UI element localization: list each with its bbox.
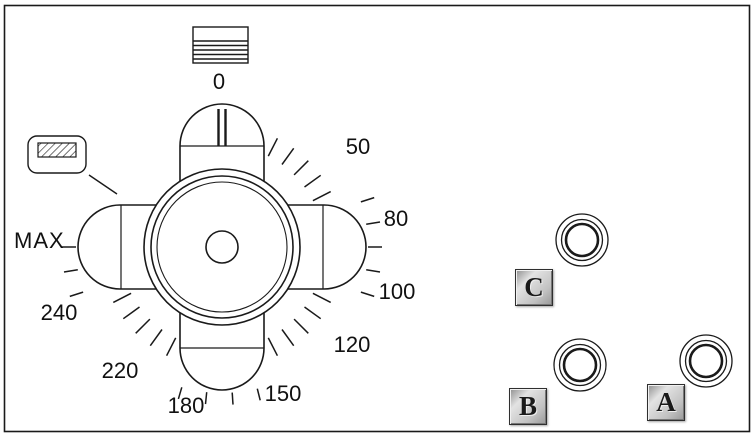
dial-tick	[177, 387, 183, 400]
dial-tick	[165, 337, 177, 357]
dial-label-240: 240	[41, 300, 78, 325]
dial-tick	[366, 221, 381, 225]
dial-tick	[135, 318, 151, 334]
dial-tick	[149, 329, 163, 347]
dial-tick	[281, 329, 295, 347]
hatched-symbol-fill	[37, 142, 77, 158]
dial-tick	[256, 388, 261, 401]
dial-tick	[69, 291, 84, 298]
dial-tick	[312, 190, 332, 202]
knob-ring-inner	[156, 181, 288, 313]
knob-ring-middle	[150, 175, 294, 319]
dial-tick	[267, 337, 279, 357]
dial-tick	[366, 269, 381, 273]
dial-tick	[122, 306, 140, 320]
grill-symbol-lines	[193, 40, 248, 60]
dial-tick	[204, 392, 208, 405]
dial-label-100: 100	[379, 279, 416, 304]
indicator-lamp-a	[679, 334, 733, 388]
knob-lobe-cap-lines	[120, 145, 324, 349]
grill-element-icon	[192, 26, 249, 64]
dial-label-120: 120	[334, 332, 371, 357]
dial-tick	[63, 269, 78, 273]
dial-tick	[360, 291, 375, 298]
knob-center-hub	[205, 230, 239, 264]
knob-pointer-mark	[217, 109, 227, 146]
indicator-label-a: A	[647, 384, 685, 421]
drawing-border	[3, 4, 751, 433]
dial-label-150: 150	[265, 381, 302, 406]
dial-tick	[360, 196, 375, 203]
dial-tick-marks	[62, 137, 382, 405]
indicator-lamps	[553, 213, 733, 392]
dial-label-180: 180	[168, 393, 205, 418]
hatched-plate-icon	[27, 135, 118, 195]
dial-tick	[267, 137, 279, 157]
dial-label-50: 50	[346, 134, 370, 159]
indicator-label-c: C	[515, 269, 553, 306]
dial-tick	[112, 292, 132, 304]
dial-tick	[304, 174, 322, 188]
oven-temperature-knob[interactable]	[77, 103, 367, 391]
dial-scale-labels: 0 50 80 100 120 150 180 220 240 MAX	[14, 69, 415, 418]
dial-label-80: 80	[384, 206, 408, 231]
dial-tick	[293, 160, 309, 176]
dial-tick	[304, 306, 322, 320]
dial-tick	[281, 147, 295, 165]
hatched-symbol-leader-line	[88, 174, 118, 195]
dial-label-0: 0	[213, 69, 225, 94]
dial-label-max: MAX	[14, 228, 65, 253]
dial-tick	[231, 392, 234, 405]
dial-tick	[312, 292, 332, 304]
dial-tick	[293, 318, 309, 334]
indicator-lamp-c	[555, 213, 609, 267]
indicator-label-b: B	[509, 388, 547, 425]
dial-label-220: 220	[102, 358, 139, 383]
indicator-lamp-b	[553, 338, 607, 392]
